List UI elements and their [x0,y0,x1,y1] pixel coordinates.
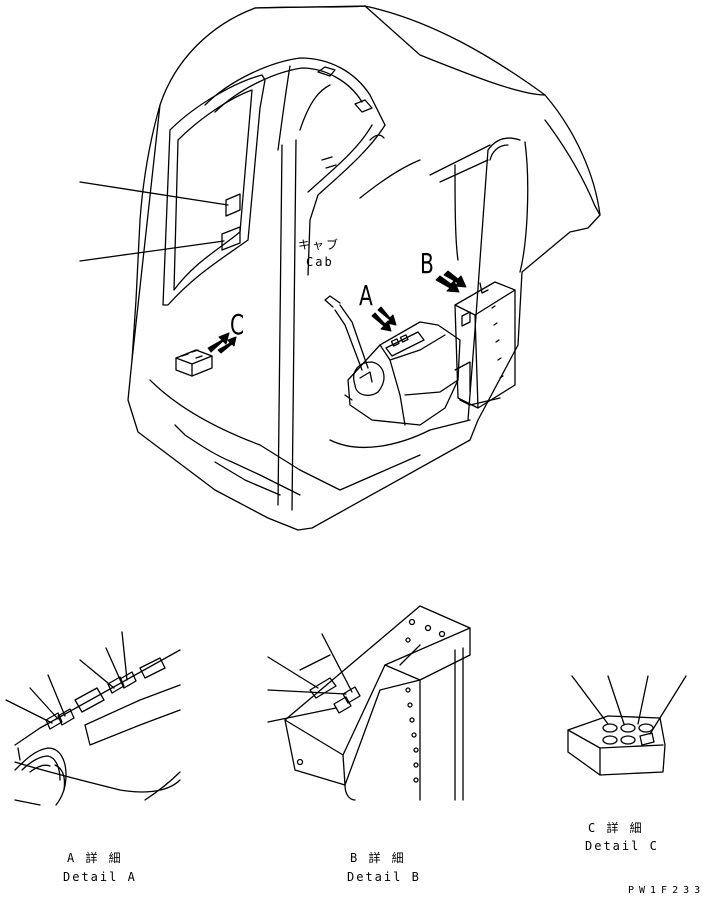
detail-a-blank-cover [74,687,105,713]
detail-a-leaders [5,631,128,724]
view-b-arrow [435,270,467,293]
detail-b-title-en: Detail B [347,870,421,884]
detail-c-title-jp: C 詳 細 [588,821,644,835]
detail-b-blank-cover [309,677,337,699]
detail-c-title-en: Detail C [585,839,659,853]
cab-label-en: Cab [306,255,334,269]
cab-drawing [127,5,601,531]
detail-a-title-jp: A 詳 細 [67,851,123,865]
leader-lines-main [79,181,229,262]
view-a-console [324,295,461,426]
decal-upper [225,193,241,217]
detail-a-title-en: Detail A [63,870,137,884]
drawing-reference: PW1F233 [628,885,706,896]
view-c-switch-box [175,349,213,377]
detail-c-drawing [567,715,666,776]
rear-window-decals [221,193,241,251]
detail-b-title-jp: B 詳 細 [350,851,406,865]
detail-b-leaders [267,633,353,723]
view-c-arrow [207,332,237,354]
view-b-side-panel [454,281,516,409]
decal-lower [221,226,241,251]
detail-b-drawing [284,605,471,801]
view-c-letter: C [230,308,245,341]
detail-c-leaders [571,675,687,735]
view-a-letter: A [359,279,373,312]
view-b-letter: B [420,247,434,280]
view-a-arrow [371,306,397,332]
detail-a-drawing [14,649,181,806]
cab-label-jp: キャブ [298,238,341,252]
